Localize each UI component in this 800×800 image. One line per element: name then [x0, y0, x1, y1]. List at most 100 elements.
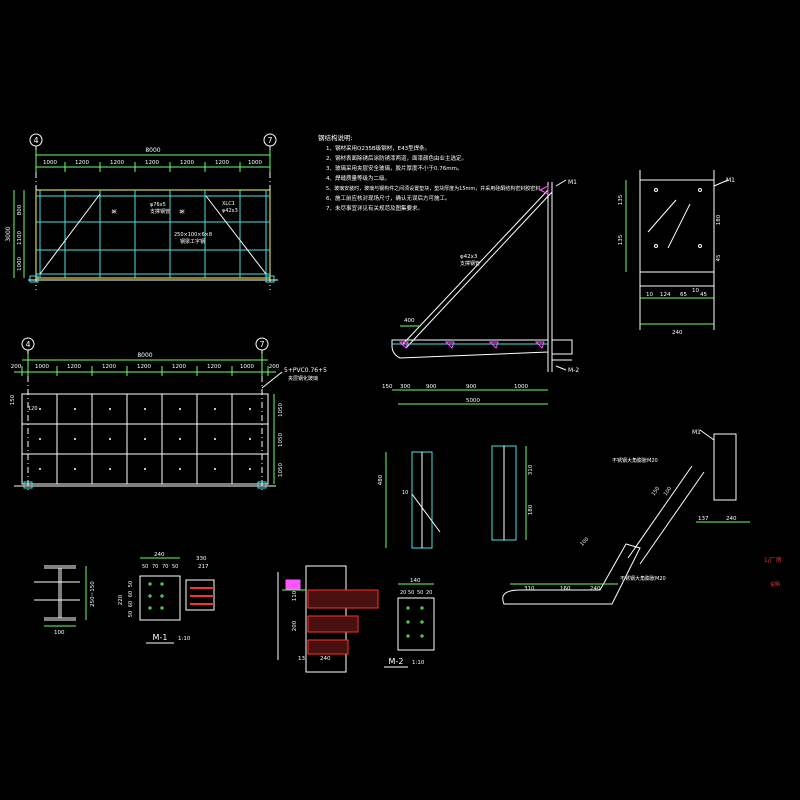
- beam-section: 250~150 100: [34, 565, 96, 636]
- node-dim: 480: [378, 474, 384, 485]
- plate-dim: 240: [672, 330, 683, 336]
- m2-dim: 50: [408, 590, 414, 596]
- m2-scale: 1:10: [412, 660, 425, 666]
- bay-dim: 1200: [110, 160, 124, 166]
- node-dim: 100: [579, 536, 590, 547]
- bay-dim: 1200: [180, 160, 194, 166]
- plan-left-dim: 150: [10, 394, 16, 405]
- elev-label: 某: [180, 209, 186, 214]
- section-total: 5000: [466, 398, 480, 404]
- node-dim: 240: [726, 516, 737, 522]
- canopy-section: M1 M-2 φ42x3 支撑钢管 400 150 300 900 900 10…: [382, 179, 579, 405]
- red-note: 说明: [770, 581, 780, 588]
- node-details: 480 10 310 180 M1 不锈钢大角膨胀M20 不锈钢大角膨胀M20 …: [378, 429, 782, 605]
- m2-dim: 140: [410, 578, 421, 584]
- node-dim: 10: [402, 490, 408, 496]
- plan-left-dim: 120: [28, 406, 38, 412]
- glass-callout: 5+PVC0.76+5: [284, 367, 327, 374]
- note-line: 1、钢材采用Q235B级钢材，E43型焊条。: [326, 144, 430, 152]
- axis-label-right: 7: [259, 340, 264, 349]
- plan-row-dim: 1050: [278, 403, 284, 417]
- elev-label: 某: [112, 209, 118, 214]
- note-line: 4、焊缝质量等级为二级。: [326, 174, 390, 182]
- plan-edge-dim: 200: [11, 364, 22, 370]
- plate-dim: 65: [680, 292, 687, 298]
- plate-dim: 10: [646, 292, 653, 298]
- anchor-note: 不锈钢大角膨胀M20: [612, 457, 658, 464]
- m2-dim: 13: [298, 656, 305, 662]
- m1-dim: 50: [128, 581, 134, 587]
- m1-dim: 50: [128, 611, 134, 617]
- m2-dim: 110: [292, 590, 298, 601]
- plan-total-dim: 8000: [137, 352, 152, 359]
- beam-dim: 250~150: [90, 581, 96, 607]
- m1-dim: 217: [198, 564, 209, 570]
- elev-note: 250×100×6×8: [174, 232, 212, 238]
- note-line: 6、施工前应核对现场尺寸，确认无误后方可施工。: [326, 194, 451, 202]
- axis-label-left: 4: [33, 136, 38, 145]
- note-line: 7、未尽事宜详见有关规范及图集要求。: [326, 204, 423, 212]
- plate-dim: 180: [716, 214, 722, 225]
- section-dim: 150: [382, 384, 393, 390]
- m2-dim: 20: [426, 590, 432, 596]
- bay-dim: 1000: [240, 364, 254, 370]
- plan-view: 4 7 8000 200 1000 1200 1200 1200 1200 12…: [10, 337, 327, 492]
- m1-dim: 60: [128, 601, 134, 607]
- section-m2-label: M-2: [568, 367, 579, 374]
- elev-height-dim: 1000: [17, 257, 23, 271]
- node-dim: 310: [528, 464, 534, 475]
- node-dim: 180: [528, 504, 534, 515]
- section-brace-label: 支撑钢管: [460, 260, 480, 267]
- beam-dim: 100: [54, 630, 65, 636]
- section-dim: 1000: [514, 384, 528, 390]
- elev-height-dim: 1100: [17, 231, 23, 245]
- bay-dim: 1200: [75, 160, 89, 166]
- m2-dim: 200: [292, 620, 298, 631]
- notes-title: 钢结构说明:: [318, 133, 353, 142]
- general-notes: 钢结构说明: 1、钢材采用Q235B级钢材，E43型焊条。 2、钢材表面除锈后涂…: [318, 133, 545, 212]
- m1-dim: 240: [154, 552, 165, 558]
- section-dim: 400: [404, 318, 415, 324]
- detail-m1: 240 50 70 70 50 330 217 220 50 60 60 50 …: [118, 552, 215, 644]
- bay-dim: 1000: [35, 364, 49, 370]
- glass-callout: 夹层钢化玻璃: [288, 375, 318, 382]
- anchor-note: 不锈钢大角膨胀M20: [620, 575, 666, 582]
- plate-dim: 45: [700, 292, 707, 298]
- node-dim: 100: [663, 486, 673, 497]
- m1-dim: 50: [142, 564, 148, 570]
- section-dim: 900: [426, 384, 437, 390]
- bay-dim: 1200: [172, 364, 186, 370]
- elev-note: φ76x5: [150, 202, 166, 208]
- m1-dim: 70: [162, 564, 168, 570]
- plate-dim: 124: [660, 292, 671, 298]
- plan-row-dim: 1050: [278, 433, 284, 447]
- bay-dim: 1200: [207, 364, 221, 370]
- elev-note: 钢梁工字钢: [180, 238, 205, 245]
- detail-m2: 110 200 240 13 140 20 50 50 20 M-2 1:10: [277, 565, 435, 673]
- m1-dim: 50: [172, 564, 178, 570]
- note-line: 5、玻璃安装时，玻璃与钢构件之间须设置垫块，垫块厚度为15mm，并采用硅酮结构密…: [326, 185, 545, 192]
- m1-dim: 220: [118, 594, 124, 605]
- bay-dim: 1200: [102, 364, 116, 370]
- bay-dim: 1200: [67, 364, 81, 370]
- elev-note: φ42x3: [222, 208, 238, 214]
- note-line: 2、钢材表面除锈后涂防锈漆两道，面漆颜色由业主选定。: [326, 154, 467, 162]
- m2-dim: 20: [400, 590, 406, 596]
- m2-dim: 240: [320, 656, 331, 662]
- bay-dim: 1000: [248, 160, 262, 166]
- plate-dim: 45: [716, 254, 722, 261]
- plate-m1: M1 135 135 180 45 10 124 65 10 45 240: [618, 170, 735, 336]
- plate-dim: 135: [618, 194, 624, 205]
- m1-dim: 60: [128, 591, 134, 597]
- elev-height-dim: 800: [17, 204, 23, 215]
- plate-dim: 135: [618, 234, 624, 245]
- m1-dim: 70: [152, 564, 158, 570]
- m2-dim: 50: [417, 590, 423, 596]
- elev-note: 支撑钢管: [150, 208, 170, 215]
- node-dim: 150: [651, 486, 661, 497]
- bay-dim: 1200: [137, 364, 151, 370]
- elevation-view: 4 7 8000 1000 1200 1200 1200 1200 1200 1…: [5, 133, 278, 290]
- plan-edge-dim: 200: [269, 364, 280, 370]
- axis-label-left: 4: [25, 340, 30, 349]
